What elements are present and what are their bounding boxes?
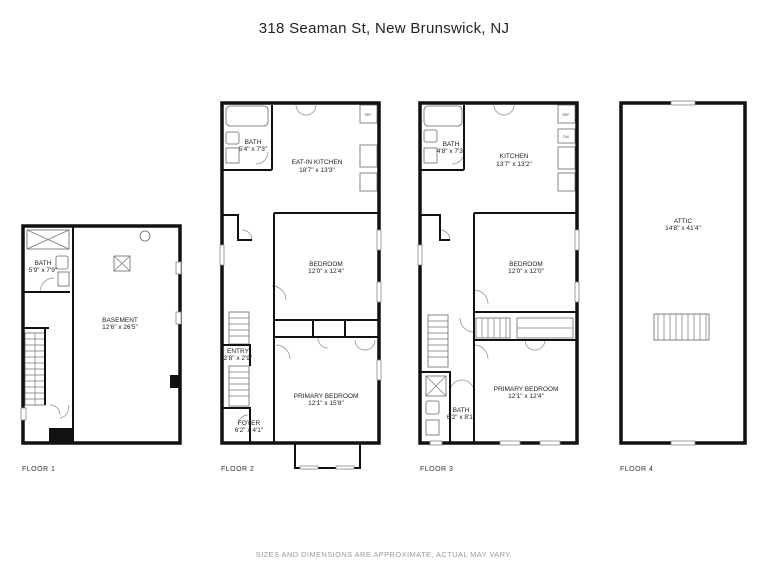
room-name: PRIMARY BEDROOM [294,393,359,400]
svg-text:REF: REF [365,113,372,117]
room-name: PRIMARY BEDROOM [494,386,559,393]
room-name: BATH [443,141,460,148]
room-name: BATH [245,139,262,146]
floor-1-plan: BATH 5'9" x 7'9" BASEMENT 12'6" x 26'5" [20,224,182,445]
dishwasher-fixture [557,128,576,144]
floor-4-label: FLOOR 4 [620,466,654,473]
toilet-fixture [55,255,69,270]
svg-text:DW: DW [563,135,570,139]
bathtub-fixture [225,105,269,127]
room-dims: 6'2" x 4'1" [235,427,264,434]
stove-fixture [557,172,576,192]
stairs-fixture [427,314,449,368]
toilet-fixture [225,131,240,145]
bathtub-fixture [423,105,463,127]
room-name: FOYER [238,420,261,427]
room-dims: 12'0" x 12'0" [508,268,544,275]
room-name: BASEMENT [102,317,138,324]
room-dims: 12'6" x 26'5" [102,324,138,331]
attic-stairs-fixture [653,313,710,341]
sink-fixture [423,147,438,164]
room-name: BEDROOM [509,261,543,268]
sink-fixture [57,271,70,287]
kitchen-sink-fixture [557,146,576,170]
room-dims: 12'1" x 12'4" [508,393,544,400]
page-title: 318 Seaman St, New Brunswick, NJ [258,20,510,37]
refrigerator-fixture [557,104,576,124]
stove-fixture [359,172,378,192]
sink-fixture [425,419,440,436]
floor-1-label: FLOOR 1 [22,466,56,473]
room-dims: 6'2" x 8'1" [447,414,476,421]
room-name: BEDROOM [309,261,343,268]
floor-2-plan: REF BATH 5'4" x 7'3" EA [219,101,382,470]
room-name: KITCHEN [500,153,529,160]
floor-4-plan: ATTIC 14'8" x 41'4" [619,100,747,446]
room-dims: 12'0" x 12'4" [308,268,344,275]
room-name: BATH [453,407,470,414]
refrigerator-fixture [359,104,378,124]
toilet-fixture [425,400,440,415]
room-dims: 18'7" x 13'3" [299,167,335,174]
stairs-fixture [228,311,250,345]
floor-3-plan: REF DW [417,101,580,446]
water-heater-fixture [139,230,151,242]
room-dims: 14'8" x 41'4" [665,225,701,232]
sink-fixture [225,147,240,164]
toilet-fixture [423,129,438,143]
room-dims: 5'4" x 7'3" [239,146,268,153]
room-dims: 4'8" x 7'3" [437,148,466,155]
room-dims: 12'1" x 15'8" [308,400,344,407]
room-name: EAT-IN KITCHEN [292,159,343,166]
room-name: BATH [35,260,52,267]
room-name: ENTRY [227,348,250,355]
disclaimer: SIZES AND DIMENSIONS ARE APPROXIMATE, AC… [255,550,513,559]
kitchen-sink-fixture [359,144,378,168]
stairs-fixture [475,317,511,339]
room-dims: 2'8" x 2'9" [224,355,253,362]
room-dims: 13'7" x 13'2" [496,161,532,168]
svg-text:REF: REF [563,113,570,117]
room-dims: 5'9" x 7'9" [29,267,58,274]
room-name: ATTIC [674,218,693,225]
floor-2-label: FLOOR 2 [221,466,255,473]
chimney-block [49,428,73,442]
floor-3-label: FLOOR 3 [420,466,454,473]
